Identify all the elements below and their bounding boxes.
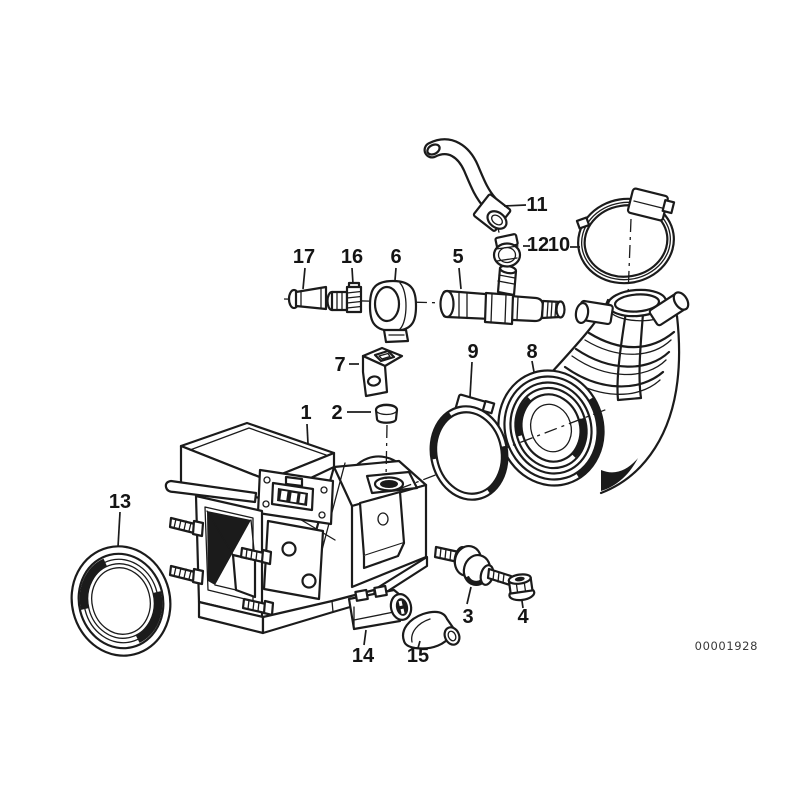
part-4-hex-nut [507, 573, 536, 602]
part-label-2: 2 [331, 402, 342, 424]
electrical-connector [270, 475, 315, 512]
part-number-labels: 1 2 3 4 5 6 7 8 9 10 11 12 13 14 15 16 1… [109, 194, 570, 667]
part-label-14: 14 [352, 645, 375, 667]
part-label-10: 10 [548, 234, 570, 256]
part-16-fitting [326, 281, 363, 314]
part-13-rubber-ring [70, 545, 172, 657]
part-17-nozzle [287, 285, 328, 311]
part-label-7: 7 [334, 354, 345, 376]
document-number: 00001928 [695, 639, 758, 653]
part-label-4: 4 [517, 606, 529, 628]
part-label-3: 3 [462, 606, 473, 628]
part-9-hose-clamp [429, 393, 509, 501]
hose-mouth-rings [497, 369, 605, 487]
part-5-pipe [439, 264, 566, 326]
part-3-rubber-mount [433, 545, 513, 587]
part-6-holder [368, 279, 418, 344]
part-label-15: 15 [407, 645, 429, 667]
part-10-hose-clamp-large [575, 187, 676, 297]
mounting-studs [168, 516, 275, 617]
part-1-air-flow-meter-body [164, 421, 429, 635]
part-11-breather-hose [423, 138, 512, 232]
leader-lines [117, 204, 580, 649]
part-15-rubber-boot [401, 610, 461, 650]
part-label-9: 9 [467, 341, 478, 363]
part-14-connector-plug [347, 584, 413, 631]
part-label-1: 1 [300, 402, 311, 424]
part-label-11: 11 [526, 194, 547, 216]
part-label-5: 5 [452, 246, 463, 268]
part-label-16: 16 [341, 246, 363, 268]
part-label-12: 12 [527, 234, 549, 256]
part-label-8: 8 [526, 341, 537, 363]
part-12-hose-clamp-small [492, 233, 522, 268]
part-7-bracket [361, 346, 404, 398]
part-label-6: 6 [390, 246, 401, 268]
part-label-17: 17 [293, 246, 315, 268]
part-label-13: 13 [109, 491, 131, 513]
part-2-cap [374, 403, 399, 480]
part-8-air-hose [497, 288, 690, 495]
